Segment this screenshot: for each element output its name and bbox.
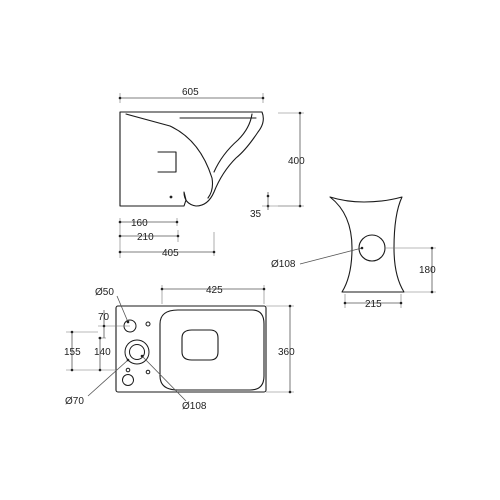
rim-inner-curve bbox=[213, 113, 253, 173]
dimension-180: 180 bbox=[386, 246, 436, 294]
side-elevation: 605 400 35 160 210 bbox=[118, 87, 305, 259]
rear-elevation: Ø108 180 215 bbox=[271, 196, 436, 310]
dim-label-605: 605 bbox=[182, 87, 199, 98]
dim-label-155: 155 bbox=[64, 347, 81, 358]
rear-profile-outline bbox=[329, 196, 405, 293]
bowl-outline bbox=[159, 309, 265, 391]
dimension-425: 425 bbox=[160, 285, 266, 304]
leader-50: Ø50 bbox=[95, 287, 130, 324]
dimension-155: 155 bbox=[64, 330, 116, 372]
dimension-360: 360 bbox=[266, 304, 295, 394]
dimension-210: 210 bbox=[118, 230, 180, 243]
plan-view: 425 360 Ø50 70 bbox=[64, 285, 295, 412]
rear-inlet-hole bbox=[358, 234, 386, 262]
dim-label-160: 160 bbox=[131, 218, 148, 229]
bowl-inner-curve bbox=[125, 113, 214, 199]
fixing-hole-2 bbox=[125, 367, 131, 373]
fixing-hole-3 bbox=[145, 369, 151, 375]
dim-label-210: 210 bbox=[137, 232, 154, 243]
leader-70: Ø70 bbox=[65, 358, 130, 407]
fixing-hole-1 bbox=[145, 321, 151, 327]
dim-label-180: 180 bbox=[419, 265, 436, 276]
dim-label-140: 140 bbox=[94, 347, 111, 358]
leader-rear-108: Ø108 bbox=[271, 246, 364, 270]
dimension-70: 70 bbox=[98, 310, 130, 339]
outlet-spigot bbox=[157, 151, 177, 173]
plan-outline bbox=[115, 305, 267, 393]
hole-70 bbox=[122, 374, 134, 386]
dimension-605: 605 bbox=[118, 87, 265, 103]
dim-label-70: 70 bbox=[98, 312, 110, 323]
label-70: Ø70 bbox=[65, 396, 84, 407]
dimension-215: 215 bbox=[343, 294, 403, 310]
label-rear-108: Ø108 bbox=[271, 259, 296, 270]
dim-label-360: 360 bbox=[278, 347, 295, 358]
label-plan-108: Ø108 bbox=[182, 401, 207, 412]
side-profile-outline bbox=[119, 111, 264, 207]
bowl-opening bbox=[181, 329, 219, 361]
leader-plan-108: Ø108 bbox=[140, 354, 207, 412]
dim-label-215: 215 bbox=[365, 299, 382, 310]
dimension-400: 400 bbox=[278, 111, 305, 208]
dimension-405: 405 bbox=[118, 232, 216, 259]
dimension-160: 160 bbox=[118, 218, 179, 229]
dimension-35: 35 bbox=[250, 192, 300, 220]
dim-label-405: 405 bbox=[162, 248, 179, 259]
label-50: Ø50 bbox=[95, 287, 114, 298]
fixing-point-marker bbox=[169, 195, 173, 199]
dim-label-35: 35 bbox=[250, 209, 262, 220]
dim-label-425: 425 bbox=[206, 285, 223, 296]
dim-label-400: 400 bbox=[288, 156, 305, 167]
dimension-140: 140 bbox=[94, 336, 111, 372]
